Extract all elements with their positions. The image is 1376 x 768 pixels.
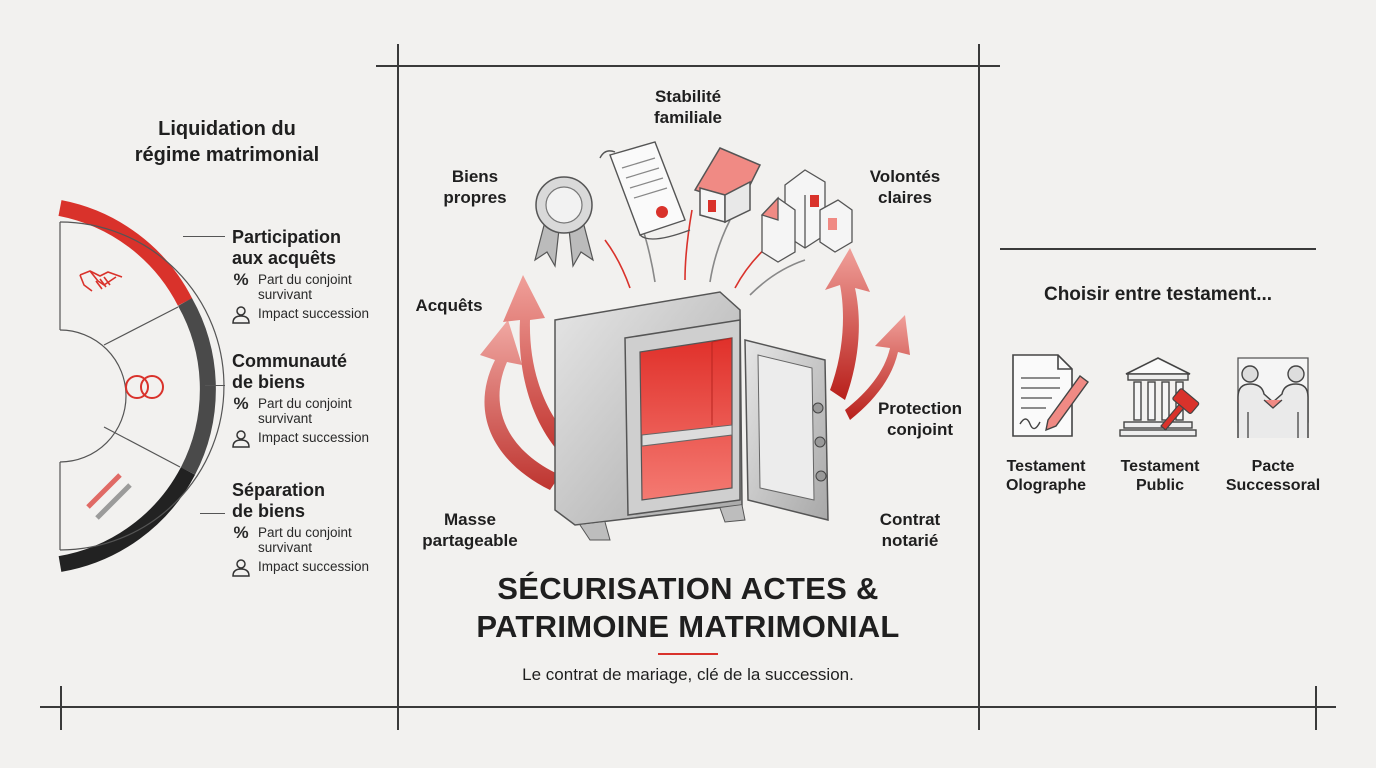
handwritten-document-icon [1012,354,1089,437]
courthouse-gavel-icon [1119,357,1200,437]
person-icon [232,306,250,324]
frame-left-divider [397,44,399,730]
percent-icon: % [233,523,249,542]
scroll-document-icon [599,141,691,240]
label-protection-conjoint: Protection conjoint [877,399,963,439]
main-subtitle: Le contrat de mariage, clé de la success… [522,665,854,684]
ring-arc-gray [177,298,216,475]
label-acquets: Acquêts [415,296,483,315]
ring-divider-2 [103,426,181,468]
arrow-up-right-outer [825,248,870,400]
person-icon [232,430,250,448]
safe-illustration [480,141,910,541]
separated-bars-icon [86,473,132,520]
label-stabilite-familiale: Stabilité familiale [653,87,723,127]
ring-divider-1 [103,306,179,346]
title-accent-rule [658,653,718,655]
ring-hub-arc [59,329,127,463]
rings-icon [125,375,164,399]
agreement-handshake-icon [1237,357,1309,438]
frame-right-divider [978,44,980,730]
arrow-up-right-inner [845,315,910,420]
connector-participation [183,236,225,238]
regime-ring-diagram [58,200,225,572]
regime-detail-impact: Impact succession [230,430,369,448]
seal-badge-icon [534,176,594,268]
right-panel-rule [1000,248,1316,250]
label-volontes-claires: Volontés claires [869,167,941,207]
regime-detail-impact: Impact succession [230,306,369,324]
connector-communaute [205,385,225,387]
frame-top-line [376,65,1000,67]
regime-title-separation: Séparation de biens [232,480,326,521]
label-biens-propres: Biens propres [443,167,507,207]
percent-icon: % [233,270,249,289]
main-title: SÉCURISATION ACTES & PATRIMOINE MATRIMON… [476,571,900,644]
handshake-icon [79,270,123,292]
person-icon [232,559,250,577]
label-contrat-notarie: Contrat notarié [879,510,941,550]
regime-detail-impact: Impact succession [230,559,369,577]
percent-icon: % [233,394,249,413]
safe-icon [554,291,829,541]
connector-separation [200,513,225,515]
option-pacte-successoral: Pacte Successoral [1225,458,1321,494]
ring-arc-black [58,467,196,572]
frame-left-tick [60,686,62,730]
left-panel-title: Liquidation du régime matrimonial [134,118,320,166]
regime-title-communaute: Communauté de biens [232,351,348,392]
right-panel-title: Choisir entre testament... [1043,284,1273,305]
label-masse-partageable: Masse partageable [422,510,518,550]
regime-title-participation: Participation aux acquêts [232,227,342,268]
ring-arc-red [58,200,193,306]
frame-right-tick [1315,686,1317,730]
option-testament-olographe: Testament Olographe [1005,458,1086,494]
buildings-icon [760,169,853,263]
option-testament-public: Testament Public [1120,458,1200,494]
arrow-up-left-outer [480,320,560,490]
house-icon [693,147,762,224]
frame-bottom-line [40,706,1336,708]
